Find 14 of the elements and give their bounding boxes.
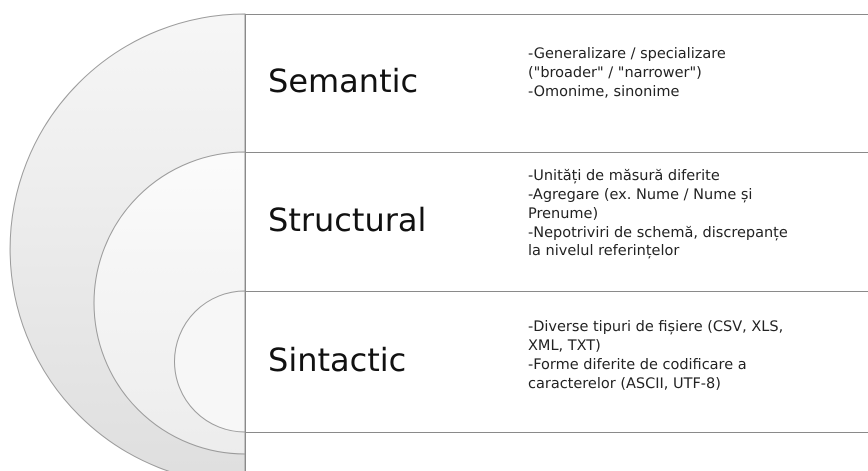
layer-row	[245, 14, 868, 152]
layer-heading: Semantic	[268, 64, 418, 100]
bullet-text: -Nepotriviri de schemă, discrepanțe la nivelul referințelor	[528, 224, 789, 262]
empty-row-band	[245, 432, 868, 471]
bullet-text: -Omonime, sinonime	[528, 82, 680, 102]
layer-row	[245, 152, 868, 291]
bullet-text: -Forme diferite de codificare a caracterelor (ASCII, UTF-8)	[528, 356, 748, 394]
bullet-text: -Agregare (ex. Nume / Nume și Prenume)	[528, 186, 754, 224]
bullet-text: -Diverse tipuri de fișiere (CSV, XLS, XML, TXT)	[528, 318, 784, 356]
layer-heading: Structural	[268, 202, 426, 238]
bullet-text: -Unități de măsură diferite	[528, 167, 721, 186]
bullet-text: -Generalizare / specializare ("broader" / "narrower")	[528, 45, 727, 83]
layer-heading: Sintactic	[268, 342, 406, 378]
layer-row	[245, 291, 868, 432]
